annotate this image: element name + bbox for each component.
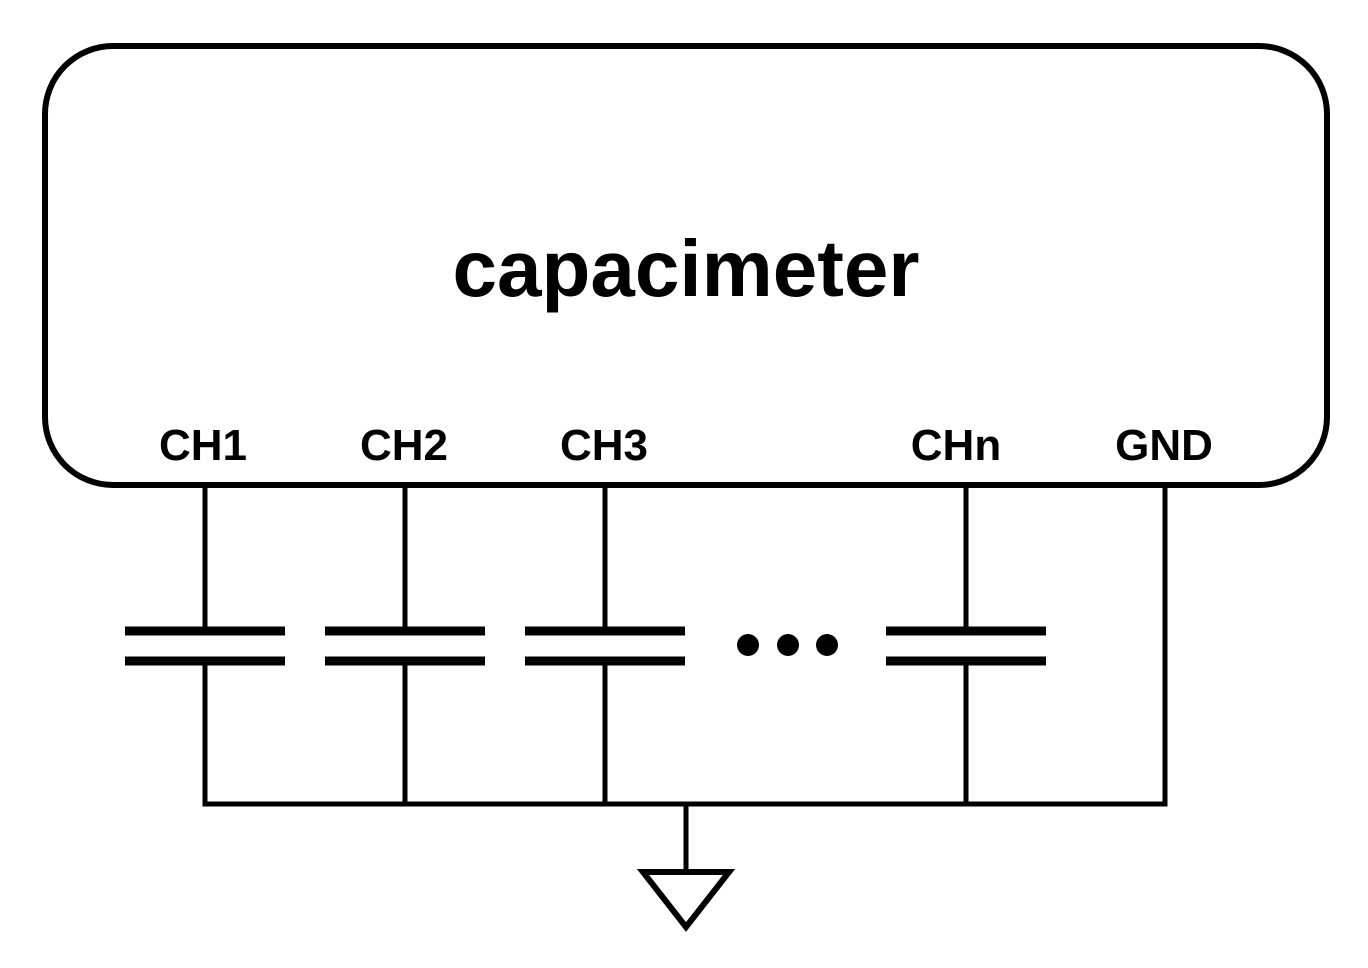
- channel-label-ch2: CH2: [360, 421, 448, 470]
- capacitor-chn: [886, 485, 1046, 807]
- capacitor-ch1: [125, 485, 285, 807]
- capacitor-ch2: [325, 485, 485, 807]
- device-label: capacimeter: [453, 224, 920, 313]
- ground-terminal-label: GND: [1115, 421, 1213, 470]
- channel-label-chn: CHn: [911, 421, 1001, 470]
- ground-symbol-icon: [636, 801, 736, 932]
- capacimeter-box: [42, 43, 1330, 488]
- channel-label-ch3: CH3: [560, 421, 648, 470]
- ellipsis-dots: [737, 634, 838, 656]
- channel-label-ch1: CH1: [159, 421, 247, 470]
- capacitor-ch3: [525, 485, 685, 807]
